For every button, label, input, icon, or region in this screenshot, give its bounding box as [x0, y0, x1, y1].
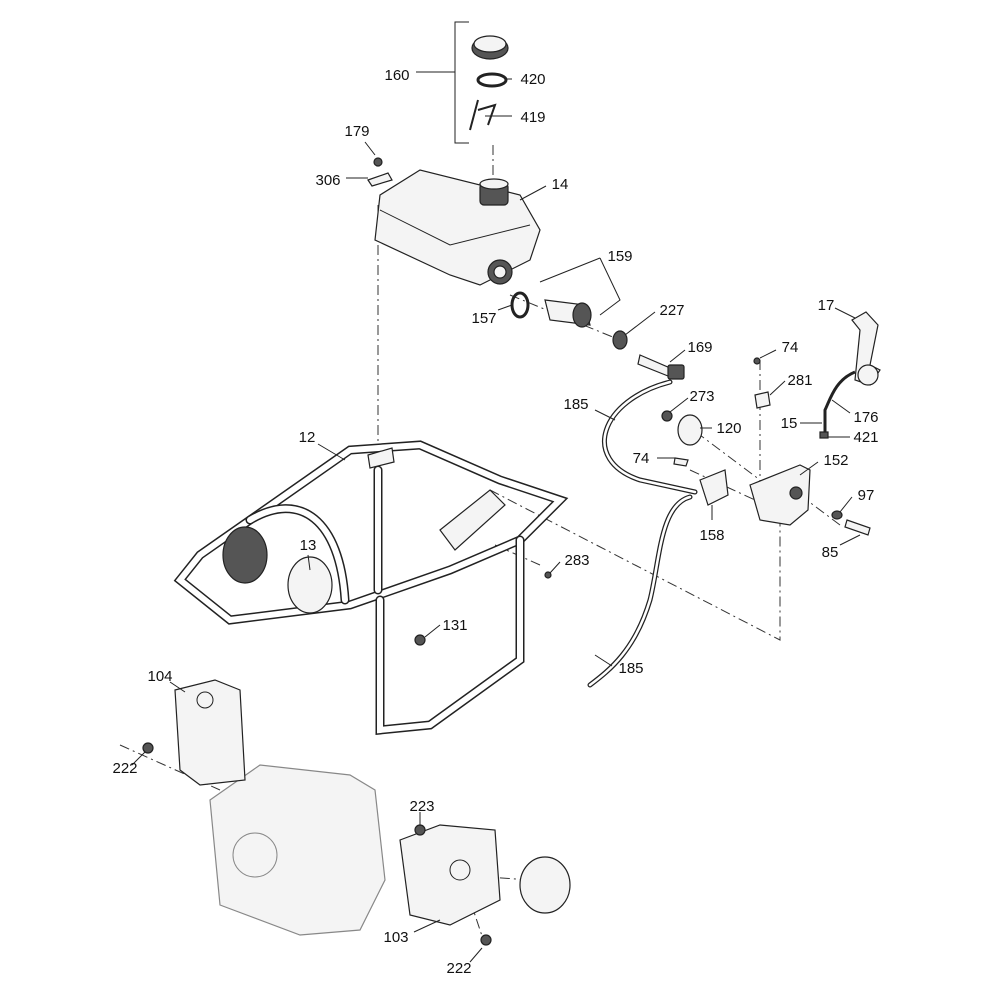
callout-273: 273 [689, 388, 714, 405]
callout-103: 103 [383, 929, 408, 946]
callout-labels: 160 420 419 179 306 14 159 157 227 169 1… [112, 67, 878, 977]
callout-419: 419 [520, 109, 545, 126]
fuel-tank [374, 169, 541, 286]
callout-158: 158 [699, 527, 724, 544]
fuel-parts [367, 157, 685, 380]
leader-lines [131, 71, 861, 963]
callout-283: 283 [564, 552, 589, 569]
callout-14: 14 [552, 176, 569, 193]
callout-160: 160 [384, 67, 409, 84]
callout-222-left: 222 [112, 760, 137, 777]
callout-12: 12 [299, 429, 316, 446]
callout-13: 13 [300, 537, 317, 554]
callout-223: 223 [409, 798, 434, 815]
callout-17: 17 [818, 297, 835, 314]
callout-169: 169 [687, 339, 712, 356]
fuel-cap [469, 35, 509, 131]
engine [142, 679, 571, 946]
callout-131: 131 [442, 617, 467, 634]
callout-179: 179 [344, 123, 369, 140]
callout-97: 97 [858, 487, 875, 504]
handle-frame [173, 440, 569, 735]
callout-120: 120 [716, 420, 741, 437]
callout-185-bottom: 185 [618, 660, 643, 677]
callout-152: 152 [823, 452, 848, 469]
callout-15: 15 [781, 415, 798, 432]
callout-306: 306 [315, 172, 340, 189]
callout-281: 281 [787, 372, 812, 389]
callout-222-bottom: 222 [446, 960, 471, 977]
callout-157: 157 [471, 310, 496, 327]
callout-85: 85 [822, 544, 839, 561]
callout-74-mid: 74 [633, 450, 650, 467]
callout-159: 159 [607, 248, 632, 265]
callout-104: 104 [147, 668, 172, 685]
callout-421: 421 [853, 429, 878, 446]
callout-420: 420 [520, 71, 545, 88]
throttle-parts [661, 311, 881, 536]
callout-74-top: 74 [782, 339, 799, 356]
bracket-160 [454, 21, 469, 144]
callout-176: 176 [853, 409, 878, 426]
callout-227: 227 [659, 302, 684, 319]
fuel-hose [587, 379, 698, 688]
callout-185-top: 185 [563, 396, 588, 413]
